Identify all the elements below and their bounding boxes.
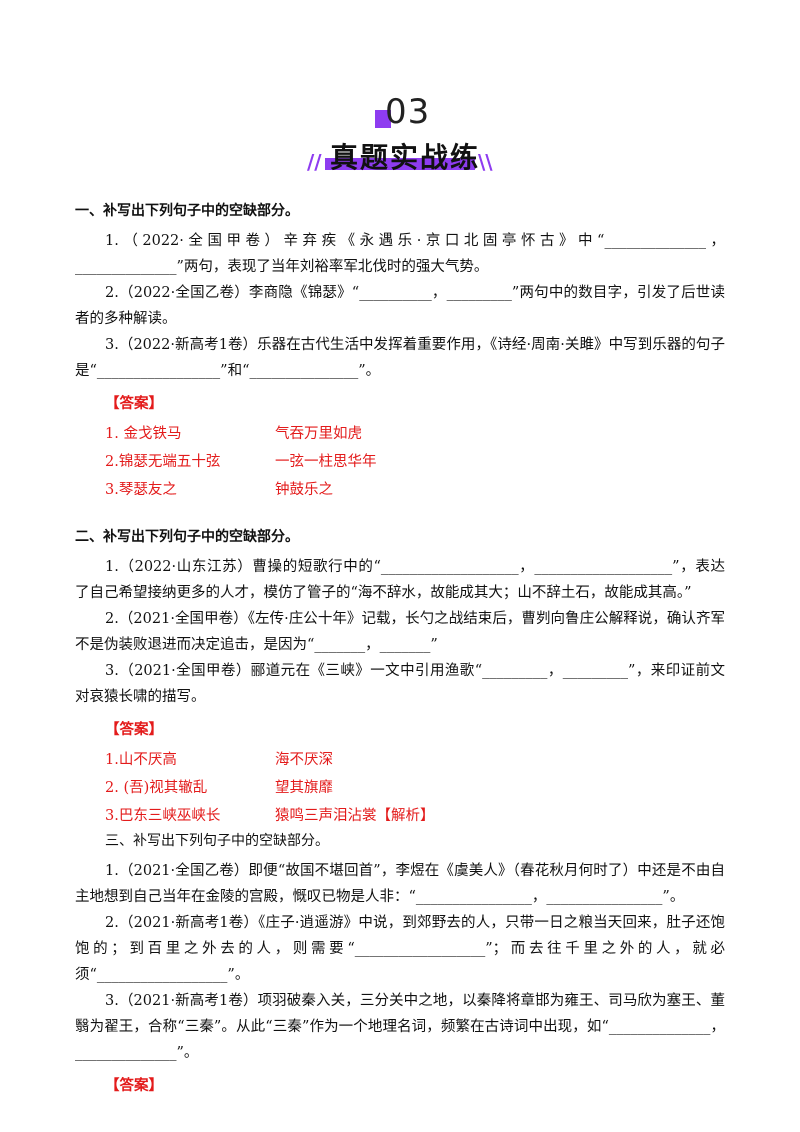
answer-row: 3.巴东三峡巫峡长 猿鸣三声泪沾裳【解析】: [105, 802, 725, 830]
section-title: 三、补写出下列句子中的空缺部分。: [105, 833, 329, 849]
page-header: 03 // 真题实战练 \\: [0, 0, 800, 190]
answer-row: 2. (吾)视其辙乱 望其旗靡: [105, 774, 725, 802]
question: 1.（2022·全国甲卷）辛弃疾《永遇乐·京口北固亭怀古》中“_________…: [75, 233, 725, 275]
answer-row: 1.山不厌高 海不厌深: [105, 746, 725, 774]
answer-line-1: 2. (吾)视其辙乱: [105, 780, 208, 796]
answer-row: 1. 金戈铁马 气吞万里如虎: [105, 420, 725, 448]
right-slash-decoration: \\: [478, 150, 493, 174]
question: 2.（2022·全国乙卷）李商隐《锦瑟》“__________，________…: [75, 285, 725, 327]
section-title: 二、补写出下列句子中的空缺部分。: [75, 529, 299, 545]
answer-line-2: 海不厌深: [275, 752, 333, 768]
question: 3.（2022·新高考1卷）乐器在古代生活中发挥着重要作用，《诗经·周南·关雎》…: [75, 337, 725, 379]
answer-line-1: 1. 金戈铁马: [105, 426, 182, 442]
section-1: 一、补写出下列句子中的空缺部分。 1.（2022·全国甲卷）辛弃疾《永遇乐·京口…: [75, 200, 725, 504]
question: 3.（2021·全国甲卷）郦道元在《三峡》一文中引用渔歌“_________，_…: [75, 663, 725, 705]
question: 2.（2021·全国甲卷）《左传·庄公十年》记载，长勺之战结束后，曹刿向鲁庄公解…: [75, 611, 725, 653]
answer-line-2: 钟鼓乐之: [275, 482, 333, 498]
section-2: 二、补写出下列句子中的空缺部分。 1.（2022·山东江苏）曹操的短歌行中的“_…: [75, 526, 725, 830]
answer-line-1: 3.巴东三峡巫峡长: [105, 808, 221, 824]
question: 2.（2021·新高考1卷）《庄子·逍遥游》中说，到郊野去的人，只带一日之粮当天…: [75, 915, 725, 983]
title-highlight-bar: [325, 158, 475, 170]
question: 1.（2021·全国乙卷）即便“故国不堪回首”，李煜在《虞美人》（春花秋月何时了…: [75, 863, 725, 905]
answer-label: 【答案】: [105, 721, 163, 738]
answer-line-2: 猿鸣三声泪沾裳【解析】: [275, 808, 435, 824]
section-3: 三、补写出下列句子中的空缺部分。 1.（2021·全国乙卷）即便“故国不堪回首”…: [75, 830, 725, 1098]
answer-line-1: 3.琴瑟友之: [105, 482, 177, 498]
answer-line-2: 一弦一柱思华年: [275, 454, 377, 470]
answer-line-1: 2.锦瑟无端五十弦: [105, 454, 221, 470]
document-body: 一、补写出下列句子中的空缺部分。 1.（2022·全国甲卷）辛弃疾《永遇乐·京口…: [75, 200, 725, 1102]
answer-label: 【答案】: [105, 1077, 163, 1094]
answer-line-2: 望其旗靡: [275, 780, 333, 796]
section-title: 一、补写出下列句子中的空缺部分。: [75, 203, 299, 219]
section-number: 03: [385, 92, 431, 132]
answer-row: 3.琴瑟友之 钟鼓乐之: [105, 476, 725, 504]
answer-line-1: 1.山不厌高: [105, 752, 177, 768]
left-slash-decoration: //: [307, 150, 322, 174]
page-title: 真题实战练: [330, 141, 481, 174]
question: 1.（2022·山东江苏）曹操的短歌行中的“__________________…: [75, 559, 725, 601]
answer-label: 【答案】: [105, 395, 163, 412]
answer-line-2: 气吞万里如虎: [275, 426, 362, 442]
answer-row: 2.锦瑟无端五十弦 一弦一柱思华年: [105, 448, 725, 476]
number-accent-block: [375, 110, 391, 128]
question: 3.（2021·新高考1卷）项羽破秦入关，三分关中之地，以秦降将章邯为雍王、司马…: [75, 993, 725, 1061]
